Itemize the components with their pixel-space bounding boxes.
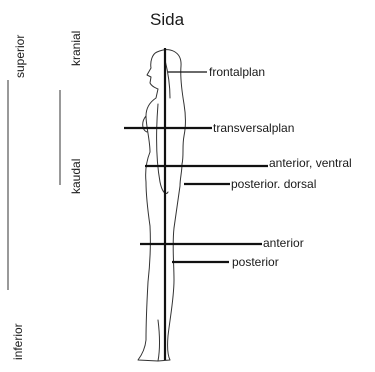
label-inferior: inferior <box>11 323 25 360</box>
figure-arm-outline <box>157 104 168 194</box>
label-anterior: anterior <box>263 236 304 250</box>
figure-hair-back-outline <box>157 50 186 164</box>
figure-front-lower-outline <box>138 152 160 361</box>
label-kranial: kranial <box>69 31 83 66</box>
label-kaudal: kaudal <box>69 159 83 194</box>
human-figure-side-view <box>138 50 186 361</box>
label-anterior-ventral: anterior, ventral <box>269 156 352 170</box>
label-transversalplan: transversalplan <box>213 121 294 135</box>
diagram-title: Sida <box>150 10 185 29</box>
label-posterior: posterior <box>232 255 279 269</box>
label-posterior-dorsal: posterior. dorsal <box>231 177 316 191</box>
label-frontalplan: frontalplan <box>209 65 265 79</box>
label-superior: superior <box>13 35 27 78</box>
